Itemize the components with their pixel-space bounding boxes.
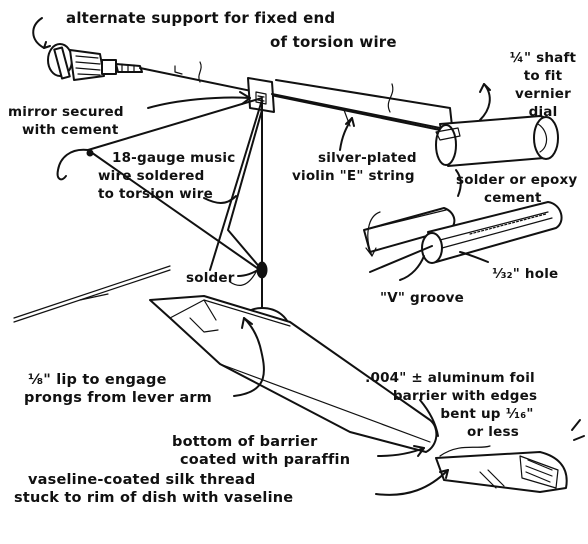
label-shaft-3: vernier [514,86,572,102]
shaft-cylinder [435,83,559,167]
v-groove-rod [363,201,563,273]
label-alternate-support-1: alternate support for fixed end [66,9,336,27]
label-shaft-1: ¼" shaft [509,50,577,66]
label-solder: solder [186,270,235,286]
label-mirror-1: mirror secured [8,104,124,120]
label-foil-barrier-4: or less [467,424,519,440]
label-lip-2: prongs from lever arm [24,390,212,406]
label-v-groove: "V" groove [380,290,465,306]
dish-rim [435,419,585,493]
label-foil-barrier-2: barrier with edges [392,388,538,404]
label-shaft-4: dial [528,104,558,120]
torsion-wire [139,61,441,131]
label-bottom-barrier-1: bottom of barrier [172,434,318,450]
label-foil-barrier-3: bent up ¹⁄₁₆" [440,406,534,422]
label-lip-1: ⅛" lip to engage [28,372,167,388]
label-music-wire-3: to torsion wire [98,186,213,202]
label-violin-string-2: violin "E" string [292,168,415,184]
clamp-support [32,17,143,81]
label-music-wire-1: 18-gauge music [112,150,236,166]
label-music-wire-2: wire soldered [98,168,205,184]
music-wire-arm [56,97,263,271]
label-solder-epoxy-1: solder or epoxy [456,172,578,188]
label-alternate-support-2: of torsion wire [270,33,397,51]
label-silk-thread-1: vaseline-coated silk thread [28,472,256,488]
label-violin-string-1: silver-plated [318,150,417,166]
label-shaft-2: to fit [523,68,563,84]
label-foil-barrier-1: .004" ± aluminum foil [365,370,535,386]
barrier [13,265,438,453]
label-solder-epoxy-2: cement [484,190,542,206]
label-silk-thread-2: stuck to rim of dish with vaseline [14,490,294,506]
label-hole: ¹⁄₃₂" hole [492,266,559,282]
label-bottom-barrier-2: coated with paraffin [180,452,351,468]
label-mirror-2: with cement [22,122,119,138]
upper-wire [271,79,453,129]
leader-arrows [147,91,489,496]
